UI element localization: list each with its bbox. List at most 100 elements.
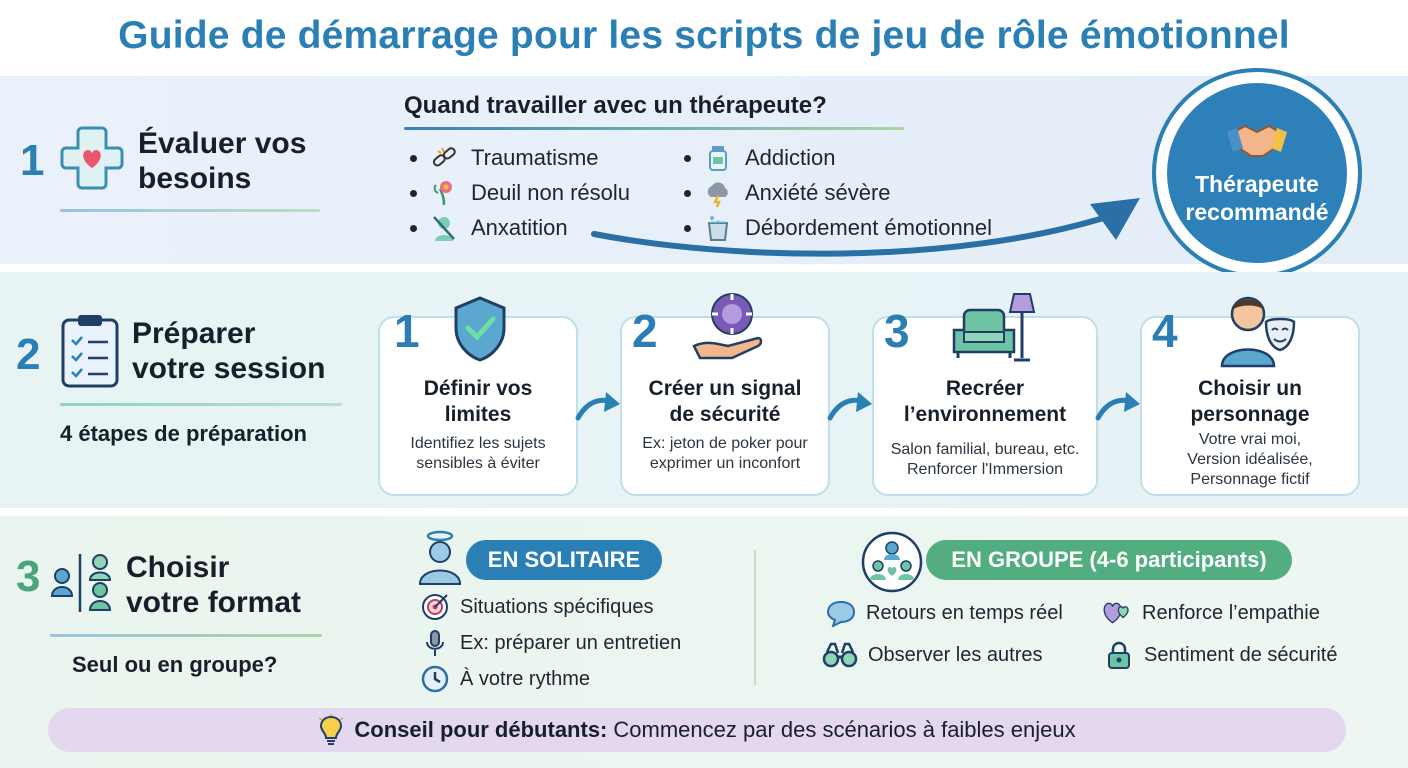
storm-cloud-icon [703,178,733,208]
step-desc-line1: Votre vrai moi, [1198,431,1302,448]
section3-title-line2: votre format [126,586,302,619]
bullet-grief: Deuil non résolu [410,178,630,208]
section-number-3: 3 [16,552,41,601]
section2-title-line2: votre session [132,352,326,385]
shield-check-icon [450,294,510,369]
solo-item-text: À votre rythme [460,667,591,690]
bullet-dot [684,224,691,232]
step-number: 4 [1152,305,1178,357]
step-desc-line1: Ex: jeton de poker pour [642,435,808,452]
step-description: Votre vrai moi, Version idéalisée, Perso… [1142,430,1358,490]
step-card-2: 2 Créer un signal de sécurité Ex: jeton … [620,293,830,496]
section1-title-line1: Évaluer vos [138,127,307,160]
solo-group-people-icon [50,550,116,621]
overflowing-bucket-icon [703,213,733,243]
solo-item-interview: Ex: préparer un entretien [420,628,681,658]
recommendation-arrow [591,198,1140,257]
group-item-observe: Observer les autres [822,640,1043,670]
beginner-tip-banner: Conseil pour débutants: Commencez par de… [48,708,1346,752]
step-description: Salon familial, bureau, etc. Renforcer l… [874,440,1096,480]
pill-bottle-icon [703,143,733,173]
section3-title: Choisir votre format [126,550,301,620]
bullet-severe-anxiety: Anxiété sévère [684,178,891,208]
step-card-3: 3 Recréer l’environnement Salon familial… [872,293,1098,496]
bullet-text: Addiction [745,145,836,170]
step-title: Recréer l’environnement [874,376,1096,428]
solo-pill: EN SOLITAIRE [466,540,662,580]
group-item-empathy: Renforce l’empathie [1102,598,1320,628]
step-title-line2: personnage [1190,403,1310,426]
page-title: Guide de démarrage pour les scripts de j… [118,14,1290,57]
section2-title: Préparer votre session [132,316,325,386]
armchair-lamp-icon [948,290,1038,375]
tip-label: Conseil pour débutants: [354,717,608,742]
group-item-text: Renforce l’empathie [1142,601,1320,624]
step-card-4: 4 Choisir un personnage Votre vrai moi, … [1140,296,1360,496]
step-number: 2 [632,305,658,357]
group-item-feedback: Retours en temps réel [826,598,1063,628]
bullet-dot [684,154,691,162]
bullet-text: Traumatisme [471,145,599,170]
section-number-1: 1 [20,136,45,185]
step-title-line1: Créer un signal [648,377,802,400]
step-desc-line2: sensibles à éviter [416,455,540,472]
checklist-clipboard-icon [60,312,120,393]
step-card-1: 1 Définir vos limites Identifiez les suj… [378,296,578,496]
bullet-addiction: Addiction [684,143,836,173]
microphone-icon [420,628,450,658]
therapist-question: Quand travailler avec un thérapeute? [404,92,827,119]
solo-item-pace: À votre rythme [420,664,590,694]
group-circle-icon [860,530,924,599]
bullet-dot [410,189,417,197]
lightbulb-icon [318,714,344,746]
section1-title-line2: besoins [138,162,252,195]
step-desc-line2: Renforcer l'Immersion [907,461,1063,478]
bullet-text: Deuil non résolu [471,180,630,205]
section3-underline [50,634,322,637]
step-title-line1: Recréer [945,377,1025,400]
bullet-text: Anxatition [471,215,568,240]
therapist-line2: recommandé [1185,199,1329,225]
step-description: Identifiez les sujets sensibles à éviter [380,434,576,474]
therapist-line1: Thérapeute [1195,171,1319,197]
tip-text: Commencez par des scénarios à faibles en… [613,717,1076,742]
bullet-dot [410,154,417,162]
solo-item-text: Ex: préparer un entretien [460,631,682,654]
section3-title-line1: Choisir [126,551,230,584]
step-desc-line1: Identifiez les sujets [410,435,546,452]
step-number: 1 [394,305,420,357]
section2-subtitle: 4 étapes de préparation [60,421,307,446]
step-desc-line2: Version idéalisée, [1187,451,1313,468]
hand-poker-chip-icon [688,288,768,373]
step-number: 3 [884,305,910,357]
step-title-line2: de sécurité [669,403,781,426]
section2-underline [60,403,342,406]
bullet-dot [684,189,691,197]
step-arrow-icon [1095,392,1140,421]
group-pill: EN GROUPE (4-6 participants) [926,540,1292,580]
step-title-line1: Définir vos [423,377,533,400]
group-item-text: Sentiment de sécurité [1144,643,1338,666]
bullet-anxatition: Anxatition [410,213,568,243]
broken-chain-icon [429,143,459,173]
bullet-text: Débordement émotionnel [745,215,993,240]
padlock-icon [1104,640,1134,670]
therapist-badge-inner: Thérapeute recommandé [1167,83,1347,263]
stressed-person-icon [429,213,459,243]
section1-title: Évaluer vos besoins [138,126,306,196]
step-title: Créer un signal de sécurité [622,376,828,428]
medical-cross-heart-icon [58,124,126,197]
step-title-line2: l’environnement [903,403,1067,426]
bullet-trauma: Traumatisme [410,143,599,173]
format-divider [754,550,756,685]
step-title: Définir vos limites [380,376,576,428]
binoculars-icon [822,640,858,670]
bullet-dot [410,224,417,232]
person-mask-icon [1218,292,1298,373]
target-icon [420,592,450,622]
group-item-text: Observer les autres [868,643,1043,666]
solo-item-specific: Situations spécifiques [420,592,653,622]
bullet-emotional-overflow: Débordement émotionnel [684,213,992,243]
solo-item-text: Situations spécifiques [460,595,654,618]
bullet-text: Anxiété sévère [745,180,891,205]
